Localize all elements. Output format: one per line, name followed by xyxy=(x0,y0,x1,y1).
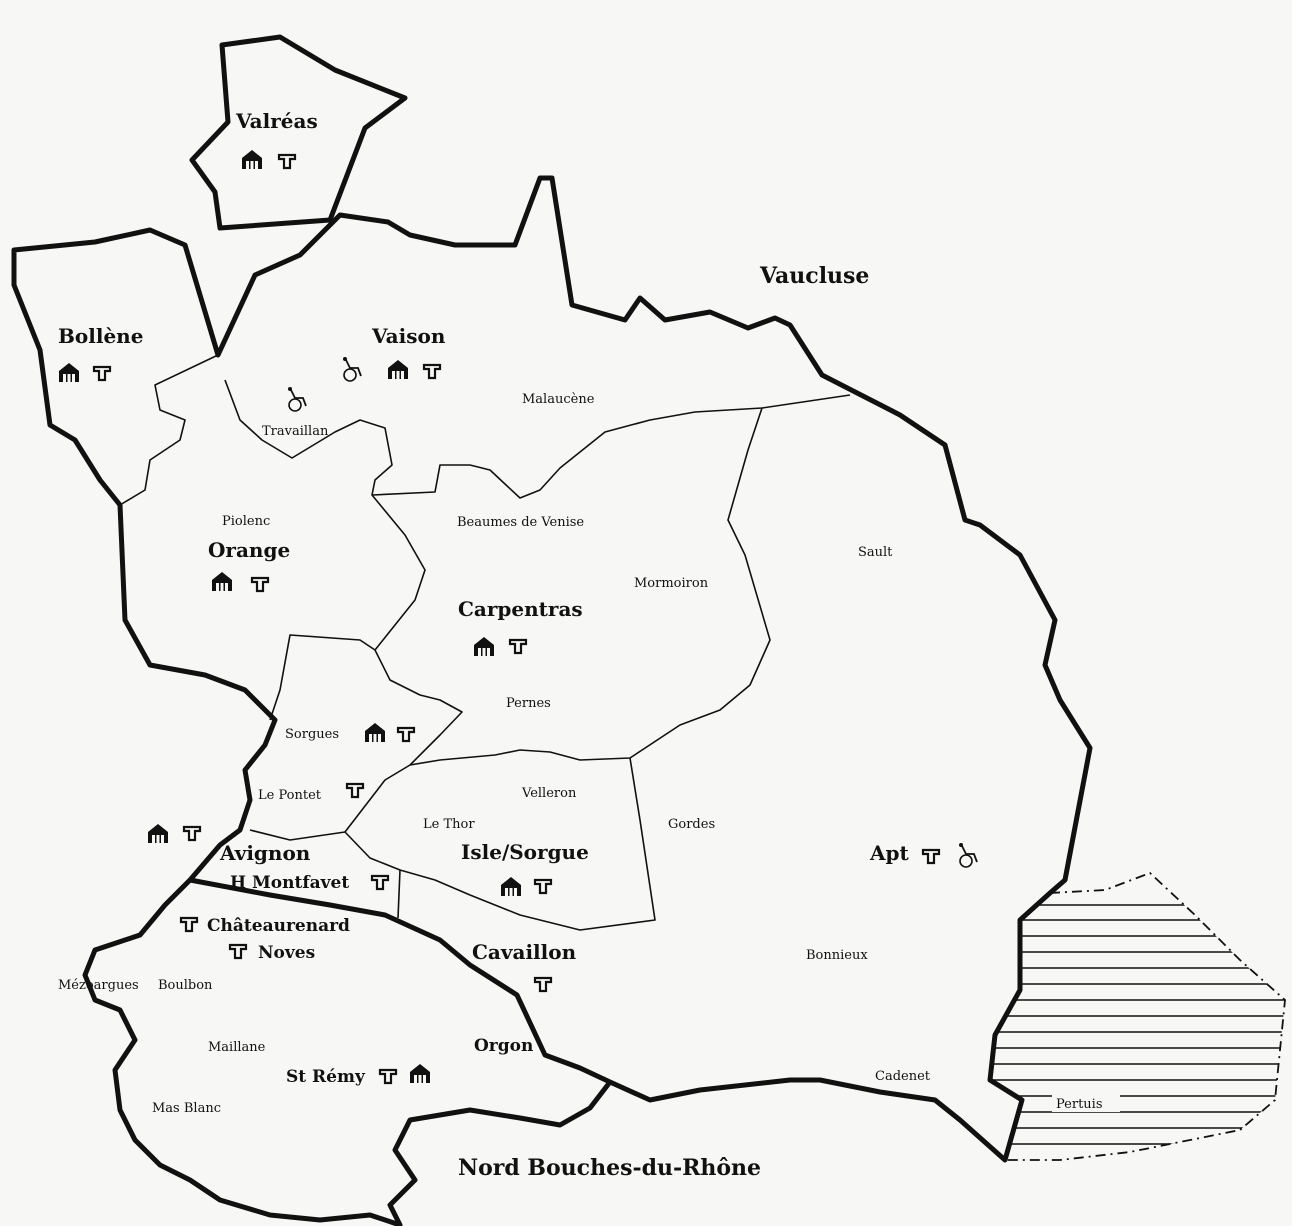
town-le-thor: Le Thor xyxy=(423,817,475,832)
canton-boundaries xyxy=(119,354,851,931)
town-pernes: Pernes xyxy=(506,696,551,711)
pertuis-label-bg xyxy=(1052,1094,1120,1112)
town-maillane: Maillane xyxy=(208,1040,266,1055)
house-icon xyxy=(501,877,521,896)
town-travaillan: Travaillan xyxy=(262,424,329,439)
town-piolenc: Piolenc xyxy=(222,514,270,529)
town-sault: Sault xyxy=(858,545,893,560)
house-icon xyxy=(242,150,262,169)
town-montfavet: H Montfavet xyxy=(230,873,349,893)
house-icon xyxy=(410,1064,430,1083)
tee-icon xyxy=(228,943,248,960)
house-icon xyxy=(388,360,408,379)
town-mas-blanc: Mas Blanc xyxy=(152,1101,221,1116)
tee-icon xyxy=(396,726,416,743)
town-velleron: Velleron xyxy=(521,786,577,801)
tee-icon xyxy=(277,153,297,170)
wheelchair-icon xyxy=(342,356,362,382)
town-beaumes: Beaumes de Venise xyxy=(457,515,584,530)
title-vaucluse: Vaucluse xyxy=(759,263,869,289)
house-icon xyxy=(365,723,385,742)
town-sorgues: Sorgues xyxy=(285,727,339,742)
house-icon xyxy=(474,637,494,656)
town-mezoargues: Mézoargues xyxy=(58,978,139,993)
tee-icon xyxy=(345,782,365,799)
town-orgon: Orgon xyxy=(474,1036,533,1056)
town-avignon: Avignon xyxy=(219,841,311,865)
town-valreas: Valréas xyxy=(235,109,318,133)
town-cadenet: Cadenet xyxy=(875,1069,931,1084)
town-cavaillon: Cavaillon xyxy=(472,940,577,964)
tee-icon xyxy=(508,638,528,655)
town-apt: Apt xyxy=(869,841,910,865)
title-nord-bdr: Nord Bouches-du-Rhône xyxy=(458,1155,761,1181)
tee-icon xyxy=(182,825,202,842)
house-icon xyxy=(212,572,232,591)
tee-icon xyxy=(179,916,199,933)
town-bollene: Bollène xyxy=(58,324,143,348)
town-carpentras: Carpentras xyxy=(458,597,583,621)
tee-icon xyxy=(921,848,941,865)
town-orange: Orange xyxy=(208,538,290,562)
house-icon xyxy=(148,824,168,843)
tee-icon xyxy=(422,363,442,380)
pertuis-hatched-zone xyxy=(990,871,1286,1161)
tee-icon xyxy=(533,878,553,895)
house-icon xyxy=(59,363,79,382)
wheelchair-icon xyxy=(958,842,978,868)
town-st-remy: St Rémy xyxy=(286,1067,366,1087)
tee-icon xyxy=(92,365,112,382)
tee-icon xyxy=(250,576,270,593)
vaucluse-border xyxy=(11,175,1093,1163)
town-gordes: Gordes xyxy=(668,817,715,832)
town-boulbon: Boulbon xyxy=(158,978,213,993)
town-isle-sorgue: Isle/Sorgue xyxy=(461,840,589,864)
tee-icon xyxy=(378,1068,398,1085)
town-chateaurenard: Châteaurenard xyxy=(207,916,350,936)
nord-bdr-border xyxy=(82,878,612,1226)
tee-icon xyxy=(533,976,553,993)
valreas-enclave-border xyxy=(189,34,408,231)
town-mormoiron: Mormoiron xyxy=(634,576,709,591)
town-le-pontet: Le Pontet xyxy=(258,788,322,803)
town-vaison: Vaison xyxy=(371,324,446,348)
town-pertuis: Pertuis xyxy=(1056,1097,1103,1112)
tee-icon xyxy=(370,874,390,891)
town-malaucene: Malaucène xyxy=(522,392,595,407)
town-bonnieux: Bonnieux xyxy=(806,948,868,963)
wheelchair-icon xyxy=(287,386,307,412)
town-noves: Noves xyxy=(258,943,315,963)
